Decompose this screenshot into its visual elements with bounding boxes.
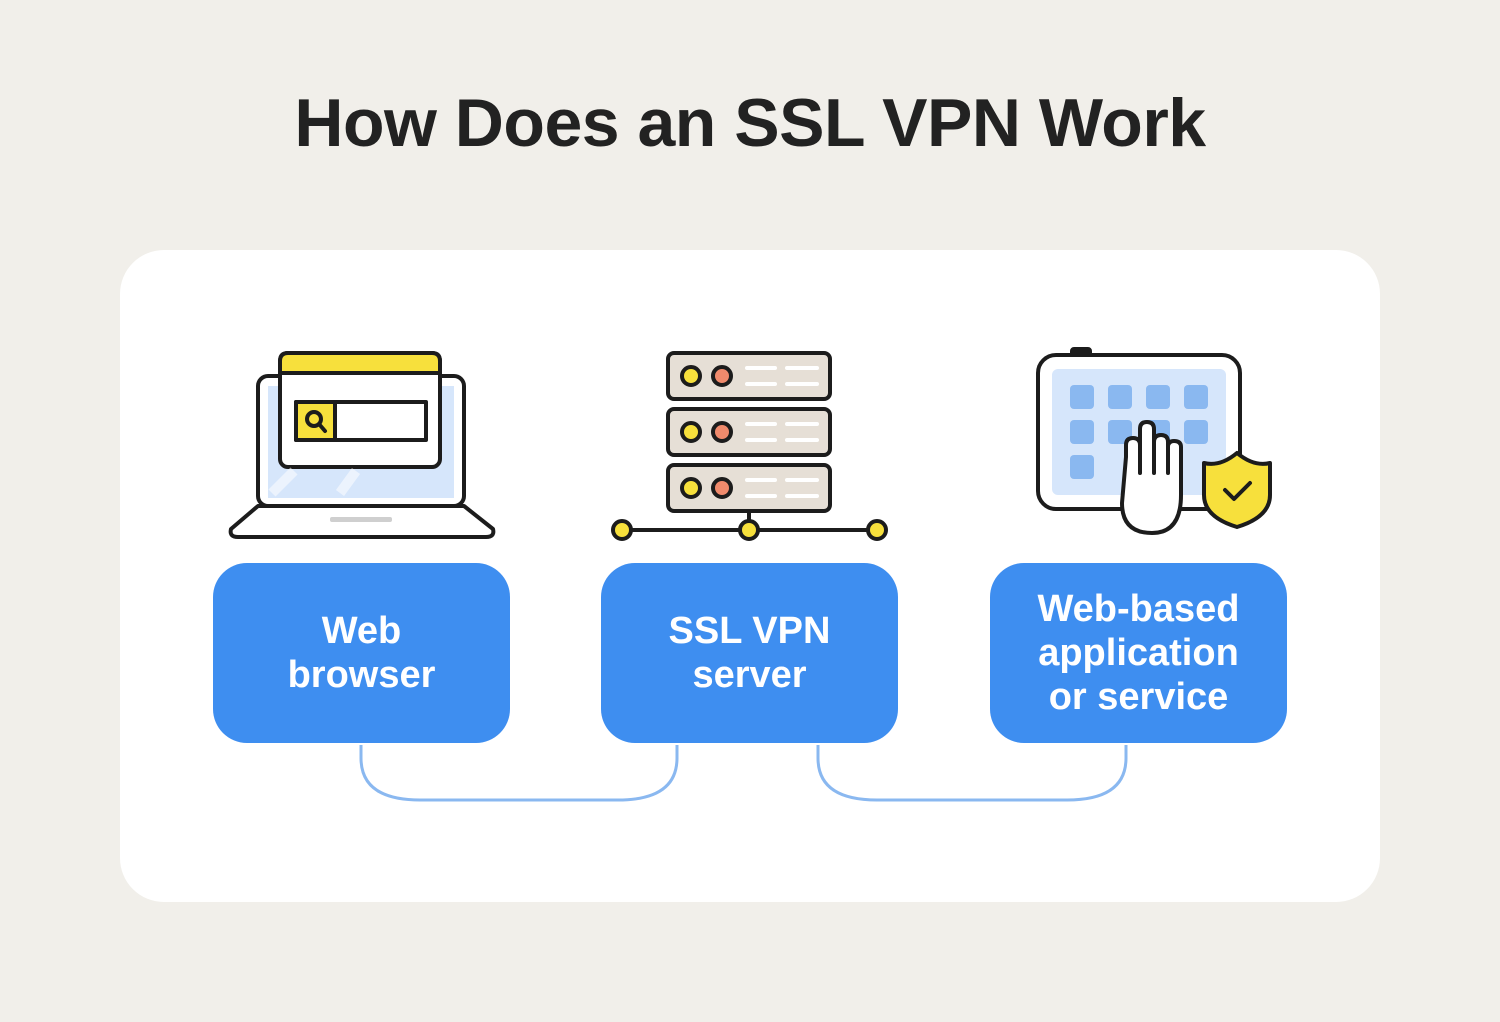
diagram-title: How Does an SSL VPN Work [294, 85, 1206, 161]
connector-server-to-application [816, 745, 1128, 802]
label-web-based-application-text: Web-based application or service [1037, 588, 1240, 718]
connector-browser-to-server [359, 745, 679, 802]
label-web-based-application: Web-based application or service [990, 563, 1287, 743]
label-web-browser: Web browser [213, 563, 510, 743]
tablet-touch-shield-icon [1036, 347, 1272, 535]
laptop-browser-icon [228, 351, 496, 539]
label-ssl-vpn-server-text: SSL VPN server [668, 610, 831, 696]
label-ssl-vpn-server: SSL VPN server [601, 563, 898, 743]
server-rack-icon [611, 351, 888, 541]
label-web-browser-text: Web browser [287, 610, 436, 696]
